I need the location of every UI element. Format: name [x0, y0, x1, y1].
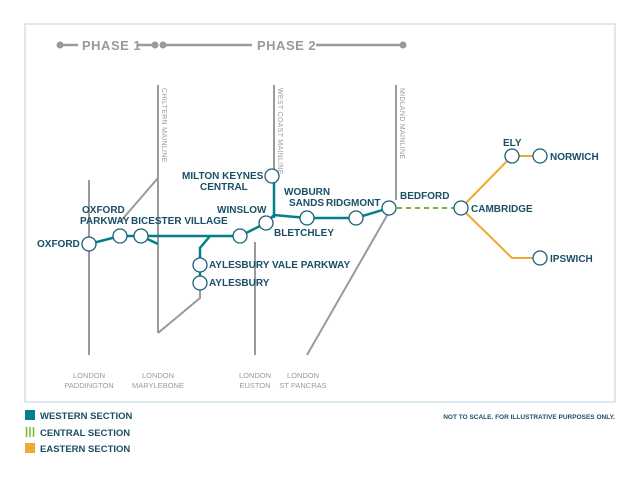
svg-text:AYLESBURY: AYLESBURY — [209, 278, 270, 289]
midland-line-south — [306, 211, 390, 356]
svg-text:MARYLEBONE: MARYLEBONE — [132, 381, 184, 390]
london-euston: LONDON EUSTON — [239, 371, 271, 390]
station-aylesbury: AYLESBURY — [192, 275, 270, 291]
station-ridgmont: RIDGMONT — [326, 198, 380, 226]
svg-text:MILTON KEYNES: MILTON KEYNES — [182, 171, 264, 182]
map-frame — [24, 23, 616, 403]
station-oxford-parkway: OXFORD PARKWAY — [80, 205, 130, 244]
svg-text:NORWICH: NORWICH — [550, 152, 599, 163]
station-winslow: WINSLOW — [217, 205, 267, 244]
svg-text:BICESTER VILLAGE: BICESTER VILLAGE — [131, 216, 228, 227]
svg-text:OXFORD: OXFORD — [37, 239, 80, 250]
svg-text:CENTRAL SECTION: CENTRAL SECTION — [40, 428, 130, 439]
station-ipswich: IPSWICH — [532, 250, 593, 266]
legend-western: WESTERN SECTION — [25, 410, 133, 422]
svg-text:RIDGMONT: RIDGMONT — [326, 198, 380, 209]
legend-eastern-swatch — [25, 443, 35, 453]
phase-1-label: PHASE 1 — [82, 38, 141, 53]
station-norwich: NORWICH — [532, 148, 599, 164]
station-bicester-village: BICESTER VILLAGE — [131, 216, 228, 244]
legend-eastern: EASTERN SECTION — [25, 443, 130, 455]
svg-text:LONDON: LONDON — [239, 371, 271, 380]
station-bletchley: BLETCHLEY — [258, 215, 334, 239]
svg-text:CAMBRIDGE: CAMBRIDGE — [471, 204, 533, 215]
west-coast-mainline-label: WEST COAST MAINLINE — [276, 88, 283, 175]
scale-note: NOT TO SCALE. FOR ILLUSTRATIVE PURPOSES … — [443, 414, 615, 421]
svg-text:EASTERN SECTION: EASTERN SECTION — [40, 444, 130, 455]
svg-text:PARKWAY: PARKWAY — [80, 216, 130, 227]
london-st-pancras: LONDON ST PANCRAS — [279, 371, 326, 390]
svg-text:ST PANCRAS: ST PANCRAS — [279, 381, 326, 390]
svg-text:SANDS: SANDS — [289, 198, 324, 209]
svg-text:LONDON: LONDON — [287, 371, 319, 380]
svg-text:BLETCHLEY: BLETCHLEY — [274, 228, 334, 239]
station-woburn-sands: WOBURN SANDS — [284, 187, 330, 226]
svg-text:LONDON: LONDON — [73, 371, 105, 380]
svg-text:OXFORD: OXFORD — [82, 205, 125, 216]
london-paddington: LONDON PADDINGTON — [64, 371, 113, 390]
phase-2-label: PHASE 2 — [257, 38, 316, 53]
chiltern-mainline-label: CHILTERN MAINLINE — [160, 88, 167, 163]
midland-mainline-label: MIDLAND MAINLINE — [398, 88, 405, 159]
svg-text:WOBURN: WOBURN — [284, 187, 330, 198]
station-oxford: OXFORD — [37, 236, 97, 252]
london-marylebone: LONDON MARYLEBONE — [132, 371, 184, 390]
station-ely: ELY — [503, 138, 522, 164]
svg-text:AYLESBURY VALE PARKWAY: AYLESBURY VALE PARKWAY — [209, 260, 350, 271]
station-cambridge: CAMBRIDGE — [453, 200, 533, 216]
svg-text:IPSWICH: IPSWICH — [550, 254, 593, 265]
legend-western-swatch — [25, 410, 35, 420]
svg-text:WESTERN SECTION: WESTERN SECTION — [40, 411, 133, 422]
svg-text:PADDINGTON: PADDINGTON — [64, 381, 113, 390]
svg-text:ELY: ELY — [503, 138, 522, 149]
svg-text:WINSLOW: WINSLOW — [217, 205, 267, 216]
aylesbury-link — [157, 286, 201, 334]
existing-lines — [88, 85, 397, 356]
legend-central: CENTRAL SECTION — [25, 427, 130, 439]
svg-text:LONDON: LONDON — [142, 371, 174, 380]
phase-header: PHASE 1 PHASE 2 — [56, 38, 407, 53]
chiltern-branch — [119, 177, 159, 223]
legend: WESTERN SECTION CENTRAL SECTION EASTERN … — [25, 410, 133, 455]
station-bedford: BEDFORD — [381, 191, 449, 216]
svg-text:BEDFORD: BEDFORD — [400, 191, 449, 202]
svg-text:EUSTON: EUSTON — [239, 381, 270, 390]
station-aylesbury-vale-parkway: AYLESBURY VALE PARKWAY — [192, 257, 350, 273]
station-milton-keynes-central: MILTON KEYNES CENTRAL — [182, 168, 280, 193]
svg-text:CENTRAL: CENTRAL — [200, 182, 248, 193]
